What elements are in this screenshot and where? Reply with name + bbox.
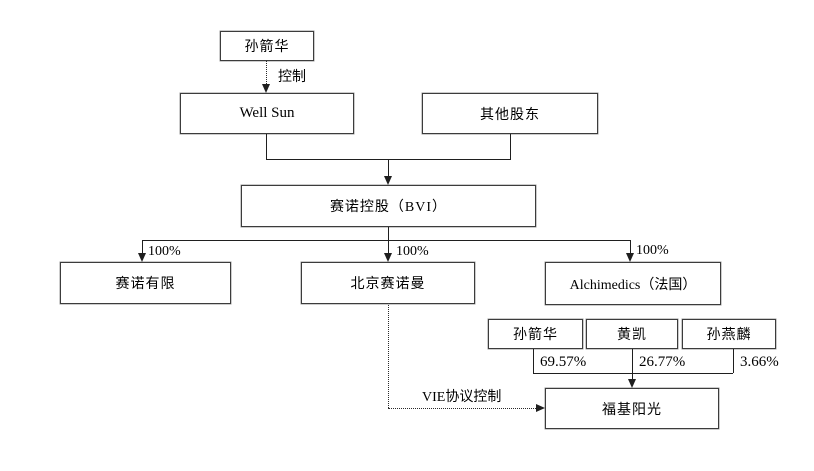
edge-sun-yanlin-stub (733, 349, 734, 373)
edge-bvi-down (388, 227, 389, 241)
pct-label-huang-kai: 26.77% (639, 354, 686, 370)
edge-vie-label: VIE协议控制 (422, 390, 502, 405)
node-alchimedics-france: Alchimedics（法国） (545, 262, 721, 305)
arrowhead-down-icon (384, 176, 392, 185)
pct-label-sun-yanlin: 3.66% (740, 354, 779, 370)
edge-to-fuji-sunshine (632, 373, 633, 381)
pct-label-sino-limited: 100% (148, 244, 181, 259)
node-other-shareholders-label: 其他股东 (480, 107, 540, 123)
node-well-sun: Well Sun (180, 93, 354, 134)
node-fuji-sunshine: 福基阳光 (545, 388, 719, 429)
node-beijing-sainuoman: 北京赛诺曼 (301, 262, 475, 304)
node-well-sun-label: Well Sun (239, 105, 295, 121)
node-sun-jianhua-top-label: 孙箭华 (244, 40, 290, 55)
node-sino-limited-label: 赛诺有限 (115, 277, 176, 292)
arrowhead-down-icon (626, 253, 634, 262)
node-huang-kai-label: 黄凯 (617, 328, 647, 343)
node-fuji-sunshine-label: 福基阳光 (602, 402, 662, 418)
arrowhead-down-icon (628, 379, 636, 388)
arrowhead-down-icon (138, 253, 146, 262)
edge-huang-kai-stub (632, 349, 633, 373)
pct-label-alchimedics: 100% (636, 243, 669, 258)
edge-wellsun-stub (266, 134, 267, 160)
edge-vie-dotted-vertical (388, 305, 389, 408)
node-huang-kai: 黄凯 (586, 319, 678, 349)
edge-othershareholders-stub (510, 134, 511, 160)
node-sino-limited: 赛诺有限 (60, 262, 231, 304)
edge-subsidiaries-horizontal (142, 240, 631, 241)
node-sun-jianhua-lower-label: 孙箭华 (513, 328, 558, 343)
node-sino-holdings-bvi-label: 赛诺控股（BVI） (329, 200, 448, 215)
node-sino-holdings-bvi: 赛诺控股（BVI） (241, 185, 536, 227)
node-other-shareholders: 其他股东 (422, 93, 598, 134)
edge-vie-dotted-horizontal (388, 408, 536, 409)
node-beijing-sainuoman-label: 北京赛诺曼 (350, 277, 426, 292)
edge-owners-horizontal (533, 373, 733, 374)
node-sun-jianhua-lower: 孙箭华 (488, 319, 583, 349)
edge-to-beijing-sainuoman (388, 240, 389, 254)
edge-control-label: 控制 (278, 70, 306, 85)
edge-to-alchimedics (630, 240, 631, 254)
edge-sun-jianhua-lower-stub (533, 349, 534, 373)
edge-join-vertical (388, 159, 389, 177)
arrowhead-right-icon (536, 404, 545, 412)
edge-control-dotted-line (266, 61, 267, 86)
node-sun-yanlin-label: 孙燕麟 (706, 328, 752, 343)
arrowhead-down-icon (384, 253, 392, 262)
edge-to-sino-limited (142, 240, 143, 254)
node-sun-jianhua-top: 孙箭华 (220, 31, 314, 61)
node-sun-yanlin: 孙燕麟 (682, 319, 776, 349)
pct-label-beijing-sainuoman: 100% (396, 244, 429, 259)
node-alchimedics-france-label: Alchimedics（法国） (569, 277, 697, 293)
arrowhead-down-icon (262, 84, 270, 93)
pct-label-sun-jianhua-lower: 69.57% (540, 354, 587, 370)
